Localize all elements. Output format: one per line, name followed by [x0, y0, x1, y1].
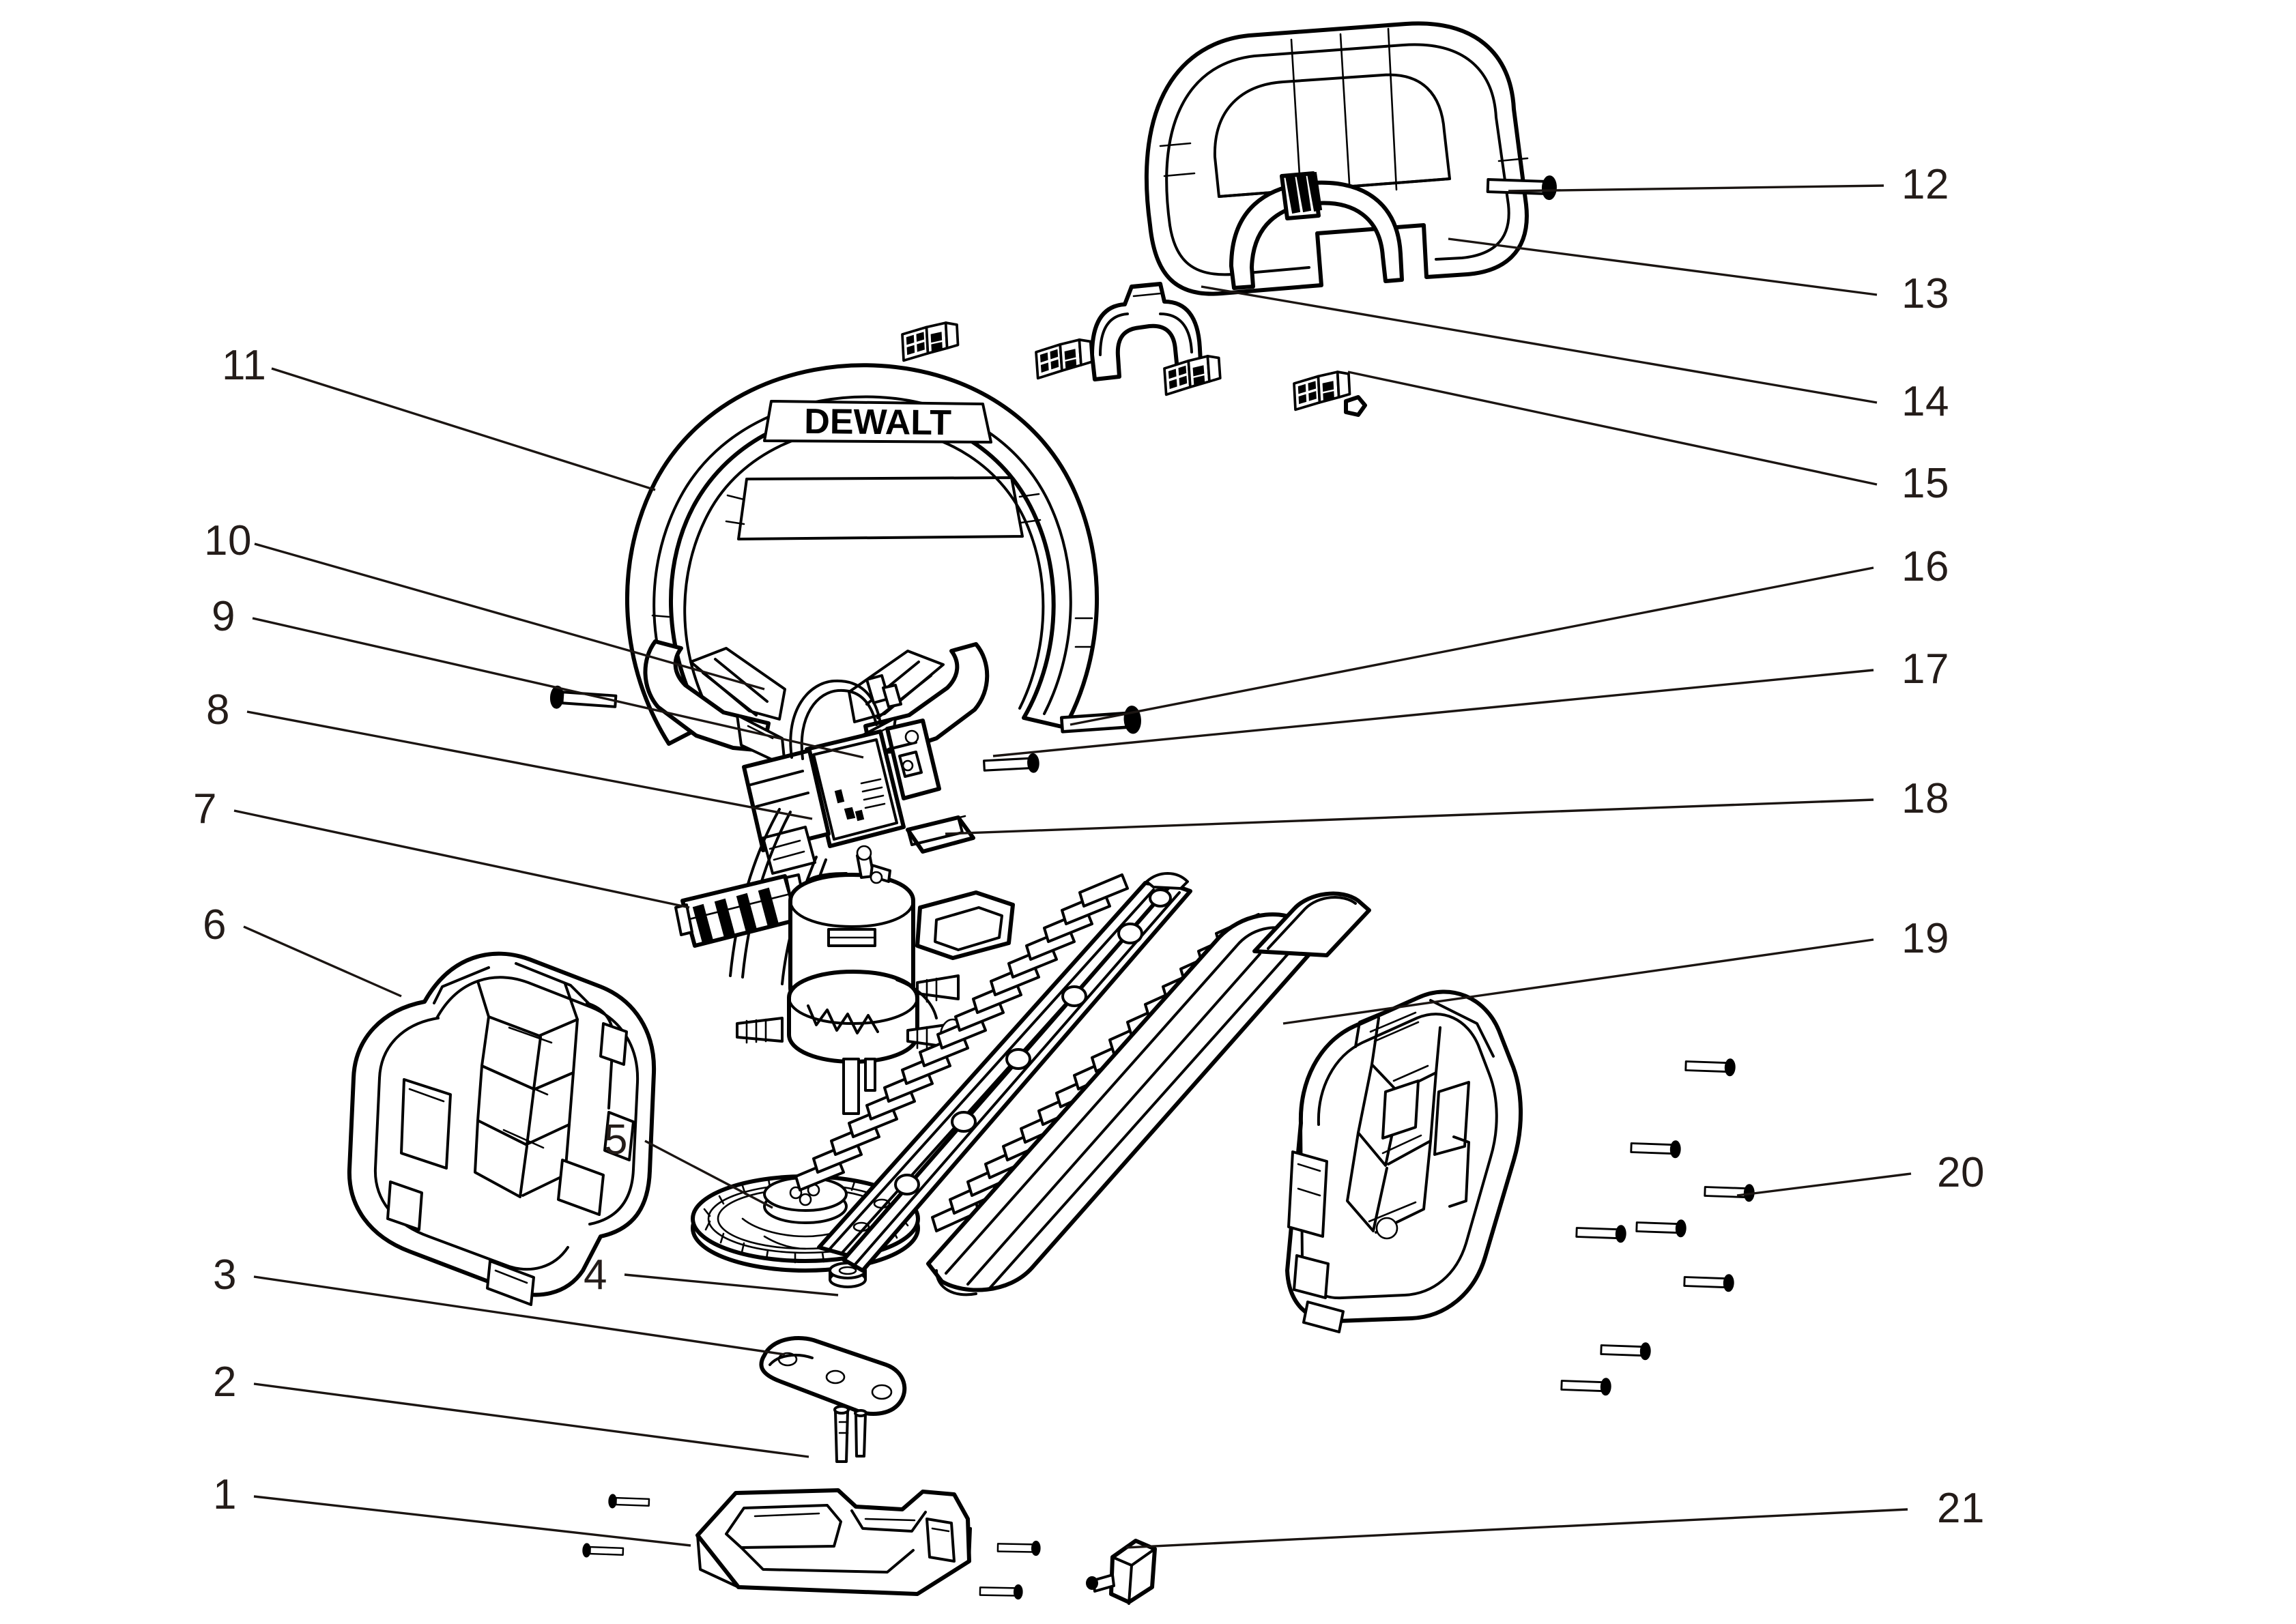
part-base-plate — [582, 1488, 1042, 1600]
part-pivot-pin — [833, 1405, 867, 1463]
leader-line-8 — [246, 710, 813, 820]
part-link-arm — [759, 1336, 907, 1416]
callout-number-20[interactable]: 20 — [1937, 1149, 1985, 1196]
part-harness-bracket — [1034, 282, 1222, 396]
part-gear-bushing — [829, 1262, 867, 1288]
callout-number-17[interactable]: 17 — [1902, 646, 1949, 693]
callout-number-12[interactable]: 12 — [1902, 161, 1949, 208]
leader-line-11 — [271, 367, 656, 491]
leader-line-6 — [243, 925, 402, 998]
leader-line-15 — [1347, 371, 1878, 486]
leader-line-21 — [1125, 1508, 1908, 1549]
part-terminal-cap — [915, 890, 1015, 960]
leader-line-13 — [1448, 237, 1878, 296]
callout-number-1[interactable]: 1 — [213, 1471, 237, 1518]
leader-line-2 — [253, 1382, 809, 1458]
callout-number-10[interactable]: 10 — [204, 517, 252, 564]
part-right-housing — [1285, 989, 1523, 1333]
callout-number-18[interactable]: 18 — [1902, 775, 1949, 822]
part-hand-guard — [1144, 21, 1533, 296]
leader-line-17 — [992, 669, 1874, 757]
callout-number-15[interactable]: 15 — [1902, 460, 1949, 507]
leader-line-16 — [1070, 566, 1874, 726]
leader-line-19 — [1282, 938, 1874, 1025]
callout-number-19[interactable]: 19 — [1902, 915, 1949, 962]
callout-number-2[interactable]: 2 — [213, 1359, 237, 1406]
callout-number-16[interactable]: 16 — [1902, 543, 1949, 590]
leader-line-3 — [253, 1275, 786, 1356]
leader-lines — [233, 184, 1912, 1549]
callout-number-11[interactable]: 11 — [222, 342, 267, 389]
leader-line-4 — [624, 1273, 839, 1296]
leader-line-9 — [252, 617, 864, 759]
leader-line-5 — [644, 1140, 773, 1209]
leader-line-18 — [945, 798, 1874, 835]
callout-number-7[interactable]: 7 — [193, 785, 217, 832]
leader-line-20 — [1736, 1172, 1912, 1197]
leader-line-14 — [1201, 285, 1878, 404]
handle-clamp-left — [643, 639, 786, 767]
callout-number-14[interactable]: 14 — [1902, 378, 1949, 425]
callout-number-6[interactable]: 6 — [203, 901, 227, 948]
callout-number-8[interactable]: 8 — [206, 686, 230, 734]
leader-line-7 — [233, 809, 690, 909]
part-connector-terminal — [1292, 370, 1367, 417]
brand-badge-text: DEWALT — [804, 402, 951, 443]
leader-line-12 — [1508, 184, 1884, 192]
part-blade-guard — [926, 891, 1371, 1296]
leader-line-10 — [254, 542, 765, 691]
part-left-housing — [347, 951, 657, 1306]
callout-number-5[interactable]: 5 — [604, 1116, 628, 1163]
callout-number-9[interactable]: 9 — [212, 593, 235, 640]
callout-number-21[interactable]: 21 — [1937, 1485, 1985, 1532]
part-contact-cover — [906, 815, 975, 854]
leader-line-1 — [253, 1495, 691, 1547]
part-blade-assembly — [794, 872, 1264, 1273]
callout-number-4[interactable]: 4 — [584, 1251, 607, 1299]
callout-number-13[interactable]: 13 — [1902, 270, 1949, 317]
callout-number-3[interactable]: 3 — [213, 1251, 237, 1299]
part-cable-clip — [1086, 1539, 1157, 1605]
